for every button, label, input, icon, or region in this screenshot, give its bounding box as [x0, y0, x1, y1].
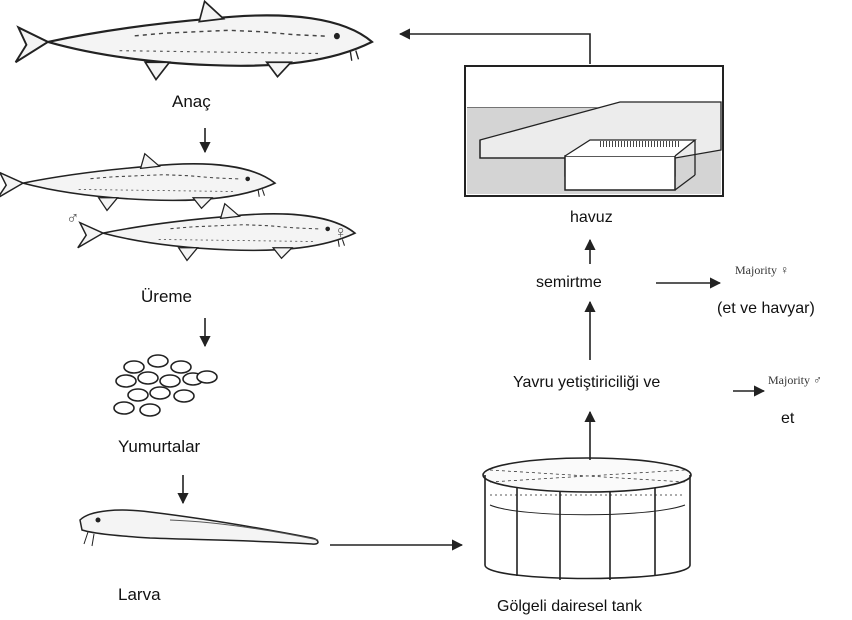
male-majority-symbol: ♂ — [813, 373, 822, 387]
male-fish-illustration — [0, 154, 275, 211]
female-fish-illustration — [78, 204, 355, 261]
broodstock-fish-illustration — [16, 1, 372, 79]
broodstock-label: Anaç — [172, 92, 211, 112]
arrow-pond-to-broodstock — [400, 34, 590, 64]
female-symbol: ♀ — [334, 222, 348, 243]
breeding-label: Üreme — [141, 287, 192, 307]
pond-illustration — [465, 66, 723, 196]
eggs-illustration — [114, 355, 217, 416]
male-symbol: ♂ — [66, 208, 80, 229]
shaded-circular-tank-illustration — [483, 458, 691, 580]
fattening-label: semirtme — [536, 274, 602, 292]
pond-label: havuz — [566, 209, 617, 227]
male-product-label: et — [781, 410, 794, 428]
male-majority-text: Majority — [768, 373, 810, 387]
juvenile-label: Yavru yetiştiriciliği ve — [513, 374, 660, 392]
female-majority-text: Majority — [735, 263, 777, 277]
female-majority-label: Majority ♀ — [735, 263, 789, 278]
eggs-label: Yumurtalar — [118, 437, 200, 457]
larva-illustration — [80, 510, 318, 546]
tank-label: Gölgeli dairesel tank — [497, 598, 642, 616]
female-product-label: (et ve havyar) — [717, 300, 815, 318]
male-majority-label: Majority ♂ — [768, 373, 822, 388]
larva-label: Larva — [118, 585, 161, 605]
female-majority-symbol: ♀ — [780, 263, 789, 277]
